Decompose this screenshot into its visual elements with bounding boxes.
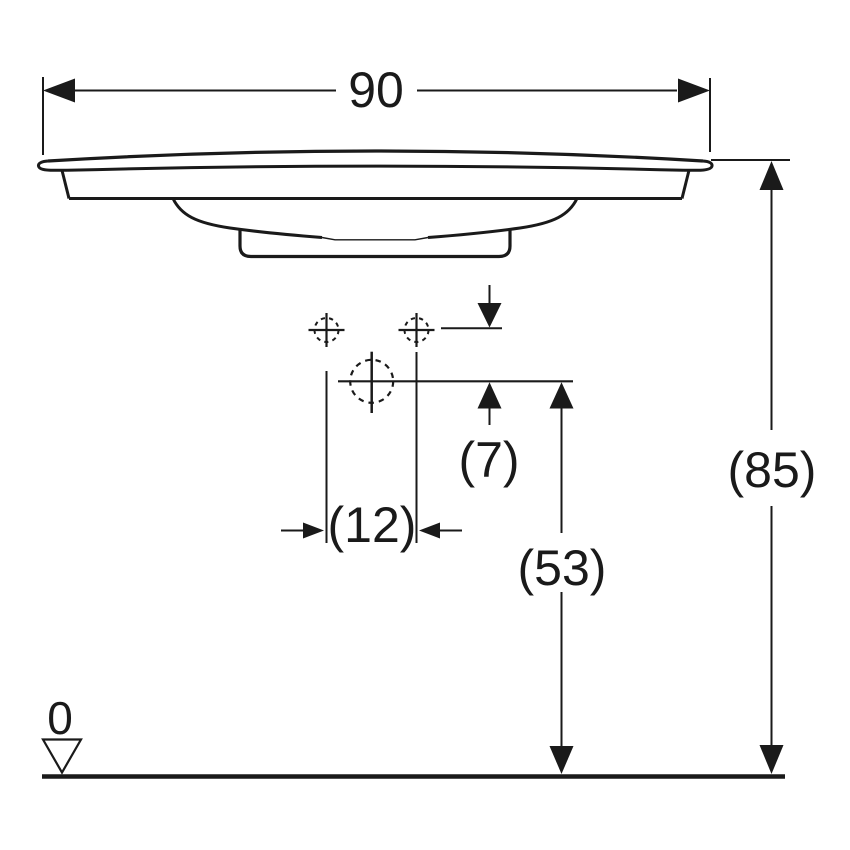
dimension-value-overall-height: (85) — [728, 442, 817, 498]
arrowhead-down-icon — [477, 303, 502, 328]
floor-datum: 0 — [41, 692, 785, 779]
dimension-overall-width: 90 — [42, 62, 711, 155]
dimension-tap-hole-setback: (7) — [338, 285, 573, 488]
arrowhead-down-icon — [549, 746, 574, 774]
dimension-tap-hole-spacing: (12) — [281, 352, 462, 553]
dimension-value-overall-width: 90 — [348, 62, 404, 118]
datum-triangle-icon — [41, 738, 83, 775]
arrowhead-left-icon — [43, 78, 75, 103]
rim-left-tip — [36, 159, 67, 172]
datum-zero-label: 0 — [47, 692, 73, 744]
arrowhead-right-icon — [303, 522, 324, 539]
siphon-cover-outline — [238, 229, 512, 259]
arrowhead-right-icon — [678, 78, 710, 103]
rim-top-edge — [47, 149, 704, 163]
arrowhead-up-icon — [549, 382, 574, 409]
crosshair-dashed-circle — [313, 317, 340, 343]
washbasin-profile — [36, 149, 714, 259]
rim-front-edge — [66, 164, 685, 172]
bowl-underside-left — [171, 197, 323, 239]
tap-hole-marker-right-icon — [398, 313, 435, 347]
crosshair-dashed-circle — [403, 317, 430, 343]
dimension-value-tap-hole-setback: (7) — [458, 432, 519, 488]
rim-right-tip — [684, 159, 714, 172]
bowl-underside-right — [427, 197, 579, 239]
arrowhead-down-icon — [759, 745, 784, 774]
body-left-side — [60, 169, 71, 199]
bowl-underside-center-dip — [321, 236, 429, 241]
arrowhead-left-icon — [419, 522, 440, 539]
dimension-overall-height: (85) — [711, 159, 817, 774]
body-right-side — [680, 169, 691, 199]
dimension-outlet-height: (53) — [518, 382, 607, 774]
dimension-value-tap-hole-spacing: (12) — [328, 497, 417, 553]
tap-hole-marker-left-icon — [308, 313, 345, 347]
arrowhead-up-icon — [477, 382, 502, 409]
arrowhead-up-icon — [759, 161, 784, 190]
dimension-value-outlet-height: (53) — [518, 540, 607, 596]
